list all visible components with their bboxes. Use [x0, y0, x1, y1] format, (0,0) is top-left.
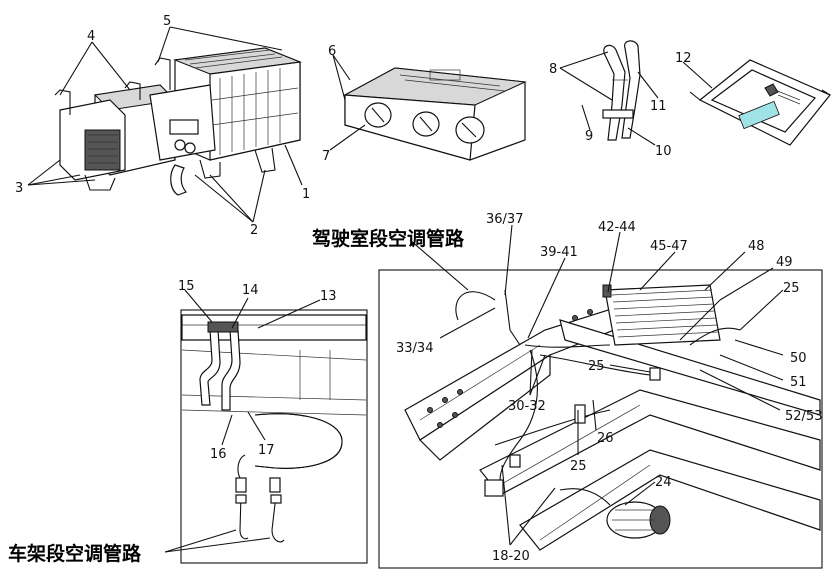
callout-14: 14: [242, 283, 259, 298]
callout-4: 4: [87, 29, 95, 44]
callout-10: 10: [655, 144, 672, 159]
callout-7: 7: [322, 149, 330, 164]
callout-16: 16: [210, 447, 227, 462]
callout-25-lower: 25: [570, 459, 587, 474]
leader-lines: [27, 26, 784, 553]
callout-9: 9: [585, 129, 593, 144]
callout-36-37: 36/37: [486, 212, 523, 227]
callout-8: 8: [549, 62, 557, 77]
frame-pipeline-inset: [180, 309, 368, 564]
callout-labels: 1 2 3 4 5 6 7 8 9 10 11 12 13 14 15 16 1…: [15, 14, 822, 564]
callout-25-middle: 25: [588, 359, 605, 374]
callout-33-34: 33/34: [396, 341, 433, 356]
callout-39-41: 39-41: [540, 245, 578, 260]
callout-49: 49: [776, 255, 793, 270]
frame-pipeline-title: 车架段空调管路: [8, 542, 142, 565]
callout-6: 6: [328, 44, 336, 59]
callout-3: 3: [15, 181, 23, 196]
callout-42-44: 42-44: [598, 220, 636, 235]
callout-18-20: 18-20: [492, 549, 530, 564]
callout-52-53: 52/53: [785, 409, 822, 424]
callout-15: 15: [178, 279, 195, 294]
callout-11: 11: [650, 99, 667, 114]
callout-50: 50: [790, 351, 807, 366]
callout-1: 1: [302, 187, 310, 202]
label-plate-illustration: [689, 59, 831, 146]
duct-pipes-illustration: [602, 40, 641, 141]
callout-5: 5: [163, 14, 171, 29]
control-panel-illustration: [343, 67, 527, 161]
cab-pipeline-chassis: [378, 269, 823, 569]
callout-24: 24: [655, 475, 672, 490]
hvac-unit-illustration: [54, 47, 302, 196]
callout-26: 26: [597, 431, 614, 446]
callout-25-upper: 25: [783, 281, 800, 296]
callout-48: 48: [748, 239, 765, 254]
callout-12: 12: [675, 51, 692, 66]
cab-pipeline-title: 驾驶室段空调管路: [312, 227, 465, 250]
callout-17: 17: [258, 443, 275, 458]
callout-2: 2: [250, 223, 258, 238]
callout-51: 51: [790, 375, 807, 390]
callout-30-32: 30-32: [508, 399, 546, 414]
callout-13: 13: [320, 289, 337, 304]
callout-45-47: 45-47: [650, 239, 688, 254]
